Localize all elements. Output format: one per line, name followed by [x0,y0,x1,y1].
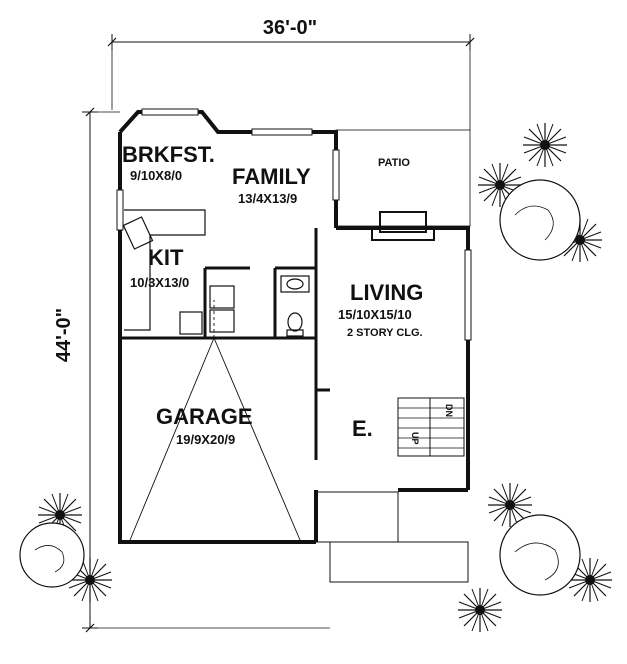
kitchen-counters [122,209,206,335]
living-note: 2 STORY CLG. [347,327,423,339]
living-name: LIVING [350,280,423,305]
patio-name: PATIO [378,157,410,169]
living-size: 15/10X15/10 [338,307,412,322]
depth-dimension: 44'-0" [53,107,330,633]
bath-fixtures [280,275,310,337]
depth-label: 44'-0" [53,308,75,362]
stairs-down-label: DN [444,404,454,417]
laundry-appliances [209,285,235,333]
breakfast-size: 9/10X8/0 [130,168,182,183]
width-dimension: 36'-0" [107,17,475,130]
tree-bottom-left [19,492,113,603]
family-name: FAMILY [232,164,311,189]
windows [116,108,472,341]
breakfast-name: BRKFST. [122,142,215,167]
kitchen-size: 10/3X13/0 [130,275,189,290]
fireplace [371,211,435,241]
width-label: 36'-0" [263,17,317,39]
family-size: 13/4X13/9 [238,191,297,206]
entry-name: E. [352,416,373,441]
stairs-up-label: UP [410,432,420,445]
garage-name: GARAGE [156,404,253,429]
staircase [397,397,465,457]
front-porch [315,491,469,583]
garage-size: 19/9X20/9 [176,432,235,447]
garage-door-lines [129,300,301,541]
interior-walls [120,228,330,460]
tree-top-right [477,122,603,263]
kitchen-name: KIT [148,245,184,270]
tree-bottom-right [457,482,613,633]
